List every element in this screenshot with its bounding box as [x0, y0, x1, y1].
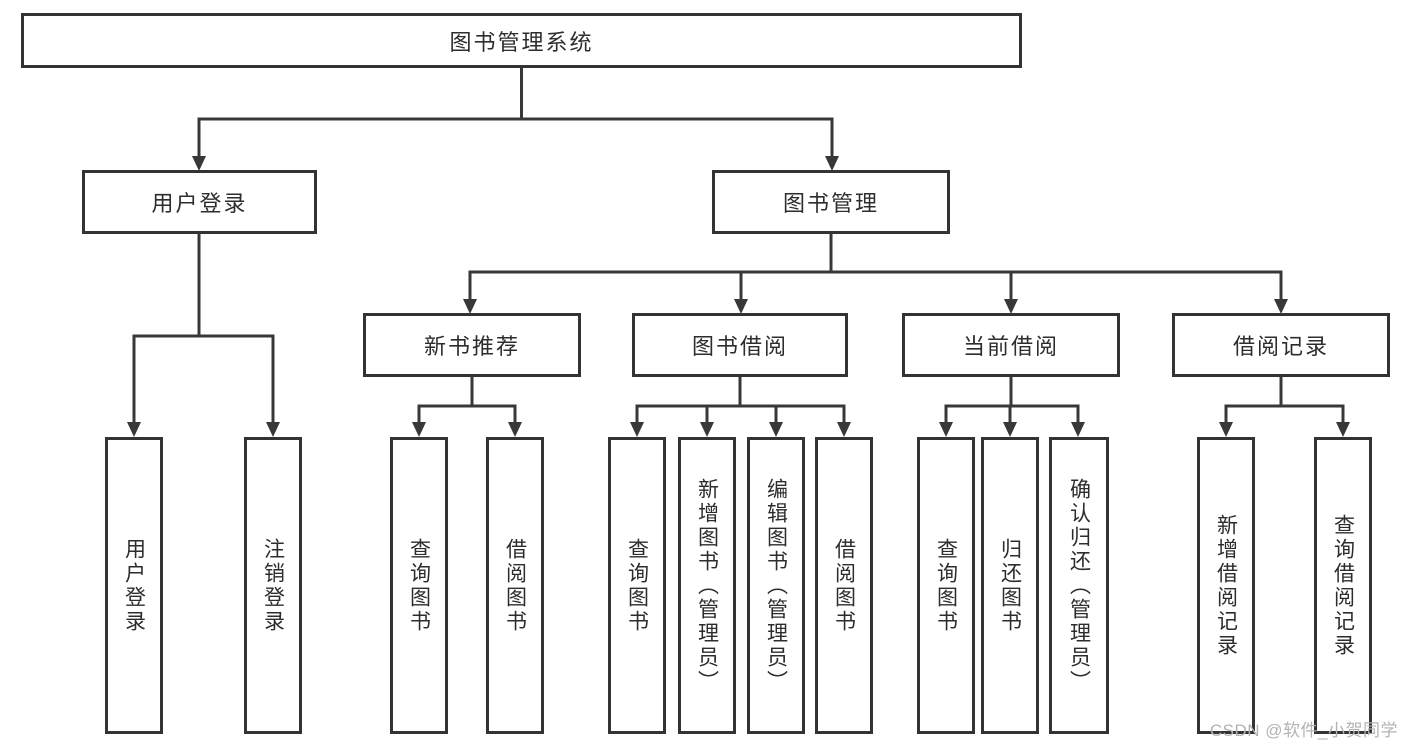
node-confirm-return-admin: 确认归还（管理员） [1049, 437, 1109, 734]
arrowhead-icon [1004, 299, 1018, 314]
node-user-login-leaf: 用户登录 [105, 437, 163, 734]
node-edit-books-admin: 编辑图书（管理员） [747, 437, 805, 734]
node-new-book-recommendation: 新书推荐 [363, 313, 581, 377]
node-query-borrow-record: 查询借阅记录 [1314, 437, 1372, 734]
watermark: CSDN @软件_小贺同学 [1209, 721, 1398, 740]
arrowhead-icon [1219, 422, 1233, 437]
node-label: 查询图书 [934, 537, 958, 634]
arrowhead-icon [1336, 422, 1350, 437]
node-logout: 注销登录 [244, 437, 302, 734]
node-label: 用户登录 [151, 191, 248, 216]
node-query-books-recommend: 查询图书 [390, 437, 448, 734]
node-user-login: 用户登录 [82, 170, 317, 234]
arrowhead-icon [127, 422, 141, 437]
arrowhead-icon [939, 422, 953, 437]
arrowhead-icon [266, 422, 280, 437]
node-label: 借阅记录 [1232, 334, 1329, 359]
node-label: 借阅图书 [832, 537, 856, 634]
arrowhead-icon [630, 422, 644, 437]
node-return-books: 归还图书 [981, 437, 1039, 734]
arrowhead-icon [1071, 422, 1085, 437]
arrowhead-icon [412, 422, 426, 437]
node-add-borrow-record: 新增借阅记录 [1197, 437, 1255, 734]
node-label: 注销登录 [261, 537, 285, 634]
node-label: 新增借阅记录 [1214, 513, 1238, 658]
node-label: 借阅图书 [503, 537, 527, 634]
node-borrowing-records: 借阅记录 [1172, 313, 1390, 377]
node-label: 图书管理 [782, 191, 879, 216]
arrowhead-icon [700, 422, 714, 437]
node-add-books-admin: 新增图书（管理员） [678, 437, 736, 734]
node-label: 查询图书 [407, 537, 431, 634]
node-label: 查询图书 [625, 537, 649, 634]
arrowhead-icon [463, 299, 477, 314]
node-label: 当前借阅 [962, 334, 1059, 359]
arrowhead-icon [769, 422, 783, 437]
node-label: 新增图书（管理员） [695, 477, 719, 694]
node-label: 用户登录 [122, 537, 146, 634]
node-library-management-system: 图书管理系统 [21, 13, 1022, 68]
node-label: 确认归还（管理员） [1067, 477, 1091, 694]
arrowhead-icon [837, 422, 851, 437]
arrowhead-icon [825, 156, 839, 171]
node-label: 查询借阅记录 [1331, 513, 1355, 658]
node-book-borrowing: 图书借阅 [632, 313, 848, 377]
arrowhead-icon [1274, 299, 1288, 314]
node-label: 编辑图书（管理员） [764, 477, 788, 694]
node-borrow-books: 借阅图书 [815, 437, 873, 734]
node-query-books-current: 查询图书 [917, 437, 975, 734]
arrowhead-icon [1003, 422, 1017, 437]
node-book-management: 图书管理 [712, 170, 950, 234]
node-label: 图书管理系统 [449, 29, 594, 55]
arrowhead-icon [192, 156, 206, 171]
node-borrow-books-recommend: 借阅图书 [486, 437, 544, 734]
node-label: 新书推荐 [423, 334, 520, 359]
arrowhead-icon [734, 299, 748, 314]
node-current-borrowing: 当前借阅 [902, 313, 1120, 377]
node-label: 归还图书 [998, 537, 1022, 634]
arrowhead-icon [508, 422, 522, 437]
node-label: 图书借阅 [691, 334, 788, 359]
node-query-books-borrowing: 查询图书 [608, 437, 666, 734]
